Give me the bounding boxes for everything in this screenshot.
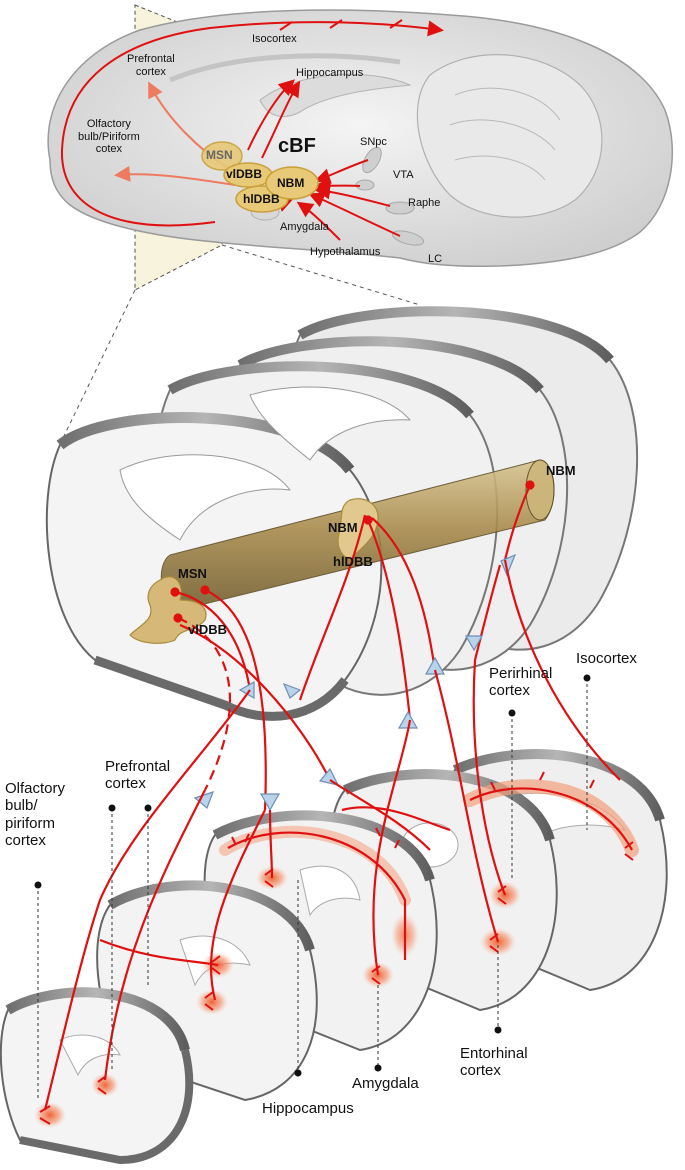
hotspot-prefrontal-2 (196, 989, 228, 1015)
top-label-raphe: Raphe (408, 197, 441, 209)
top-label-vldbb: vlDBB (226, 167, 263, 181)
blue-arrow-4 (259, 793, 281, 812)
top-label-nbm: NBM (277, 176, 305, 190)
snpc-shape (362, 146, 382, 174)
bottom-slices-panel (0, 559, 668, 1165)
bottom-label-amygdala: Amygdala (352, 1075, 419, 1092)
mid-label-msn: MSN (178, 566, 207, 581)
corpus-callosum (169, 53, 401, 83)
top-nbm-shape (265, 166, 319, 200)
top-label-lc: LC (428, 253, 443, 265)
top-raphe-input (314, 183, 391, 207)
callout-leaders (37, 678, 588, 1100)
top-label-isocortex: Isocortex (252, 33, 297, 45)
top-label-vta: VTA (393, 169, 414, 181)
bottom-label-prefrontal: Prefrontal cortex (105, 758, 171, 793)
top-label-snpc: SNpc (360, 136, 387, 148)
bottom-label-olfactory: Olfactory bulb/ piriform cortex (5, 780, 66, 849)
middle-projections (170, 480, 535, 811)
hotspot-olfactory (34, 1102, 66, 1128)
cerebellum (416, 54, 603, 218)
top-label-hldbb: hlDBB (243, 192, 280, 206)
lc-shape (391, 230, 425, 246)
zoom-line-right (221, 244, 421, 306)
callout-dots (34, 674, 591, 1077)
raphe-shape (385, 201, 415, 215)
column-end-cap (525, 459, 555, 521)
top-nuclei-group (201, 141, 319, 213)
top-label-olfactory: Olfactory bulb/Piriform cotex (78, 118, 140, 156)
bottom-label-hippocampus: Hippocampus (262, 1100, 354, 1117)
top-label-hypothalamus: Hypothalamus (310, 246, 381, 258)
mid-label-hldbb: hlDBB (333, 554, 373, 569)
bottom-label-isocortex: Isocortex (576, 650, 637, 667)
bottom-label-entorhinal: Entorhinal cortex (460, 1045, 528, 1080)
mid-label-nbm-back: NBM (546, 463, 576, 478)
blue-arrow-8 (464, 635, 484, 652)
top-label-prefrontal: Prefrontal cortex (127, 53, 175, 78)
top-msn-shape (201, 141, 243, 171)
mid-hldbb-nbm-shape (337, 498, 379, 561)
bottom-projections (43, 559, 633, 1111)
top-lc-input (308, 192, 401, 237)
terminal-ticks (39, 771, 634, 1125)
top-label-cbf: cBF (278, 135, 316, 157)
sagittal-brain-panel (47, 4, 674, 441)
zoom-line-left (61, 289, 136, 441)
mid-msn-vldbb-shape (129, 576, 207, 644)
hotspot-olfactory-2 (91, 1073, 119, 1097)
top-label-hippocampus: Hippocampus (296, 67, 364, 79)
top-olfactory-arrow (114, 165, 236, 186)
mid-label-vldbb: vlDBB (188, 622, 228, 637)
blue-arrow-2 (282, 682, 302, 699)
middle-slices-panel (45, 306, 639, 721)
mid-label-nbm-front: NBM (328, 520, 358, 535)
bottom-label-perirhinal: Perirhinal cortex (489, 665, 553, 700)
blue-arrow-9 (500, 553, 517, 577)
top-label-amygdala: Amygdala (280, 221, 329, 233)
top-label-msn: MSN (206, 148, 233, 162)
top-hypothalamus-input (296, 201, 341, 241)
blue-arrow-3 (193, 791, 215, 810)
